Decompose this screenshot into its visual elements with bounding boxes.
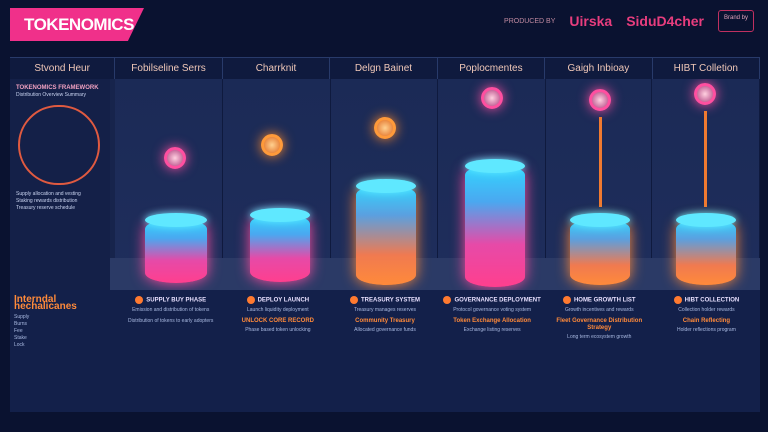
- detail-section: GOVERNANCE DEPLOYMENT Protocol governance…: [439, 290, 546, 412]
- section-subtitle: Chain Reflecting: [682, 317, 731, 324]
- mechanic-item: Burns: [14, 321, 28, 327]
- mechanics-title: Interndal hechalicanes: [14, 294, 77, 312]
- detail-section: HOME GROWTH LIST Growth incentives and re…: [546, 290, 653, 412]
- section-icon: [673, 296, 682, 304]
- section-title: TREASURY SYSTEM: [360, 297, 420, 304]
- detail-section: SUPPLY BUY PHASE Emission and distributio…: [117, 290, 224, 412]
- section-subtitle: Community Treasury: [355, 317, 415, 324]
- token-cylinder: [465, 159, 525, 287]
- column-header: Delgn Bainet: [330, 58, 438, 79]
- left-panel: TOKENOMICS FRAMEWORK Distribution Overvi…: [10, 79, 110, 290]
- left-note: Staking rewards distribution: [16, 198, 78, 204]
- mechanic-item: Lock: [14, 342, 25, 348]
- section-text: Emission and distribution of tokens: [132, 306, 210, 313]
- section-title: HOME GROWTH LIST: [573, 297, 636, 304]
- detail-section: DEPLOY LAUNCH Launch liquidity deployment…: [224, 290, 331, 412]
- section-note: Allocated governance funds: [354, 326, 416, 333]
- section-subtitle: Token Exchange Allocation: [453, 317, 531, 324]
- brand-bar: PRODUCED BY Uirska SiduD4cher Brand by: [504, 10, 754, 32]
- token-orb-icon: [481, 87, 503, 109]
- mechanic-item: Supply: [14, 314, 30, 320]
- section-subtitle: UNLOCK CORE RECORD: [241, 317, 315, 324]
- token-cylinder: [250, 208, 310, 282]
- brand-logo-1: Uirska: [569, 13, 613, 29]
- column-header: Charrknit: [223, 58, 331, 79]
- section-text: Launch liquidity deployment: [246, 306, 309, 313]
- section-note: Exchange listing reserves: [463, 326, 521, 333]
- page-title: TOKENOMICS: [10, 8, 144, 41]
- section-note: Distribution of tokens to early adopters: [128, 317, 214, 324]
- token-orb-icon: [374, 117, 396, 139]
- brand-logo-2: SiduD4cher: [626, 13, 704, 29]
- mechanic-item: Stake: [14, 335, 27, 341]
- arrow-down-icon: [599, 117, 602, 207]
- token-orb-icon: [164, 147, 186, 169]
- column-header: Poplocmentes: [438, 58, 546, 79]
- detail-section: TREASURY SYSTEM Treasury manages reserves…: [331, 290, 438, 412]
- token-cylinder: [676, 213, 736, 285]
- column-header: HIBT Colletion: [653, 58, 761, 79]
- token-cylinder: [570, 213, 630, 285]
- section-note: Holder reflections program: [676, 326, 736, 333]
- left-note: Supply allocation and vesting: [16, 191, 81, 197]
- token-orb-icon: [261, 134, 283, 156]
- section-title: HIBT COLLECTION: [684, 297, 740, 304]
- left-note: Treasury reserve schedule: [16, 205, 76, 211]
- section-icon: [349, 296, 358, 304]
- section-icon: [246, 296, 255, 304]
- section-note: Long term ecosystem growth: [567, 333, 632, 340]
- section-icon: [562, 296, 571, 304]
- token-orb-icon: [694, 83, 716, 105]
- column-header: Fobilseline Serrs: [115, 58, 223, 79]
- section-text: Protocol governance voting system: [453, 306, 532, 313]
- mechanic-item: Fee: [14, 328, 23, 334]
- left-panel-title: TOKENOMICS FRAMEWORK: [16, 85, 99, 91]
- section-note: Phase based token unlocking: [245, 326, 311, 333]
- illustration-area: TOKENOMICS FRAMEWORK Distribution Overvi…: [10, 79, 760, 290]
- section-title: SUPPLY BUY PHASE: [146, 297, 207, 304]
- details-section: Interndal hechalicanes Supply Burns Fee …: [10, 290, 760, 412]
- framework-diagram-icon: [18, 105, 100, 185]
- brand-badge: Brand by: [718, 10, 754, 32]
- column-header-row: Stvond Heur Fobilseline Serrs Charrknit …: [10, 57, 761, 79]
- column-header: Stvond Heur: [10, 58, 116, 79]
- section-text: Growth incentives and rewards: [564, 306, 634, 313]
- section-icon: [443, 296, 452, 304]
- section-icon: [135, 296, 144, 304]
- left-panel-subtitle: Distribution Overview Summary: [16, 92, 87, 98]
- arrow-down-icon: [704, 111, 707, 207]
- token-cylinder: [145, 213, 207, 283]
- section-text: Collection holder rewards: [678, 306, 735, 313]
- token-cylinder: [356, 179, 416, 285]
- section-text: Treasury manages reserves: [353, 306, 417, 313]
- column-header: Gaigh Inbioay: [545, 58, 653, 79]
- section-title: GOVERNANCE DEPLOYMENT: [454, 297, 541, 304]
- floor: [110, 258, 760, 290]
- section-title: DEPLOY LAUNCH: [257, 297, 310, 304]
- mechanics-panel: Interndal hechalicanes Supply Burns Fee …: [10, 290, 117, 412]
- section-subtitle: Fleet Governance Distribution Strategy: [556, 317, 643, 331]
- detail-section: HIBT COLLECTION Collection holder rewards…: [653, 290, 760, 412]
- produced-by-label: PRODUCED BY: [504, 17, 556, 25]
- token-orb-icon: [589, 89, 611, 111]
